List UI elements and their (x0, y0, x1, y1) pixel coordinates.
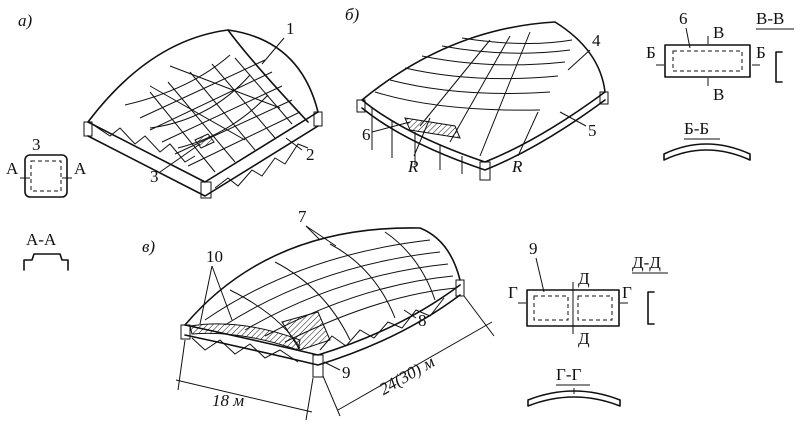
truss-right (214, 143, 309, 189)
leader-9 (323, 361, 341, 371)
aa-marker-left: А (6, 159, 19, 178)
callout-4: 4 (592, 31, 601, 50)
vv-marker-top: В (713, 23, 724, 42)
leader-4 (567, 49, 591, 71)
dd-marker-bottom: Д (578, 329, 590, 348)
gg-section-profile (527, 390, 621, 407)
leader-7b (305, 225, 337, 247)
column (200, 181, 212, 199)
leader-5 (559, 111, 587, 127)
callout-7: 7 (298, 207, 307, 226)
dd-title: Д-Д (632, 253, 661, 272)
dimension-width (175, 339, 314, 421)
bb-title: Б-Б (684, 119, 709, 138)
dimension-length (322, 295, 495, 417)
column (313, 111, 323, 127)
callout-6: 6 (362, 125, 371, 144)
truss-left (94, 125, 196, 163)
leader-3 (159, 143, 201, 173)
radius-left: R (407, 157, 419, 176)
aa-section-profile (23, 253, 69, 271)
callout-10: 10 (206, 247, 223, 266)
callout-2: 2 (306, 145, 315, 164)
dd-marker-top: Д (578, 269, 590, 288)
callout-9: 9 (342, 363, 351, 382)
column (599, 91, 609, 105)
column (83, 121, 93, 137)
panel-c-tag: в) (142, 237, 155, 256)
radius-line-left (413, 117, 431, 157)
column (455, 279, 465, 297)
hatched-edge-panel (189, 323, 301, 351)
callout-3b: 3 (32, 135, 41, 154)
vv-section-profile (775, 51, 783, 83)
callout-8: 8 (418, 311, 427, 330)
leader-1 (261, 37, 285, 65)
plate-b-plan (656, 36, 760, 86)
callout-9b: 9 (529, 239, 538, 258)
plate-a-plan (20, 154, 72, 198)
shell-c (180, 227, 465, 378)
callout-6b: 6 (679, 9, 688, 28)
leader-6b (685, 27, 691, 49)
truss-c (191, 297, 445, 363)
hatched-panel-b (404, 117, 461, 139)
grid-panels (139, 57, 301, 173)
plate-c-plan (518, 282, 628, 334)
vv-title: В-В (756, 9, 784, 28)
leader-10b (211, 265, 233, 321)
hatched-panel-c (281, 311, 331, 351)
aa-title: А-А (26, 230, 57, 249)
shell-a (83, 29, 323, 199)
callout-1: 1 (286, 19, 295, 38)
dd-section-profile (647, 291, 655, 325)
radius-line-right (517, 111, 539, 157)
leader-9b (535, 257, 545, 293)
dim-length-label: 24(30) м (376, 352, 438, 399)
radius-right: R (511, 157, 523, 176)
leader-10a (199, 265, 213, 325)
bb-section-profile (663, 143, 751, 161)
panel-b-tag: б) (345, 5, 360, 24)
leader-7a (305, 225, 321, 241)
gg-title: Г-Г (556, 365, 581, 384)
gg-marker-right: Г (622, 283, 632, 302)
column (479, 161, 491, 181)
panel-a-tag: а) (18, 11, 33, 30)
shell-b (356, 21, 609, 181)
column (180, 324, 191, 340)
callout-3: 3 (150, 167, 159, 186)
callout-5: 5 (588, 121, 597, 140)
leader-2 (285, 137, 303, 151)
column (312, 354, 324, 378)
bb-marker-left: Б (646, 43, 656, 62)
column (356, 99, 366, 113)
bb-marker-right: Б (756, 43, 766, 62)
aa-marker-right: А (74, 159, 87, 178)
gg-marker-left: Г (508, 283, 518, 302)
dim-width-label: 18 м (212, 391, 244, 410)
leader-8 (403, 309, 417, 319)
leader-6 (371, 121, 411, 133)
vv-marker-bottom: В (713, 85, 724, 104)
